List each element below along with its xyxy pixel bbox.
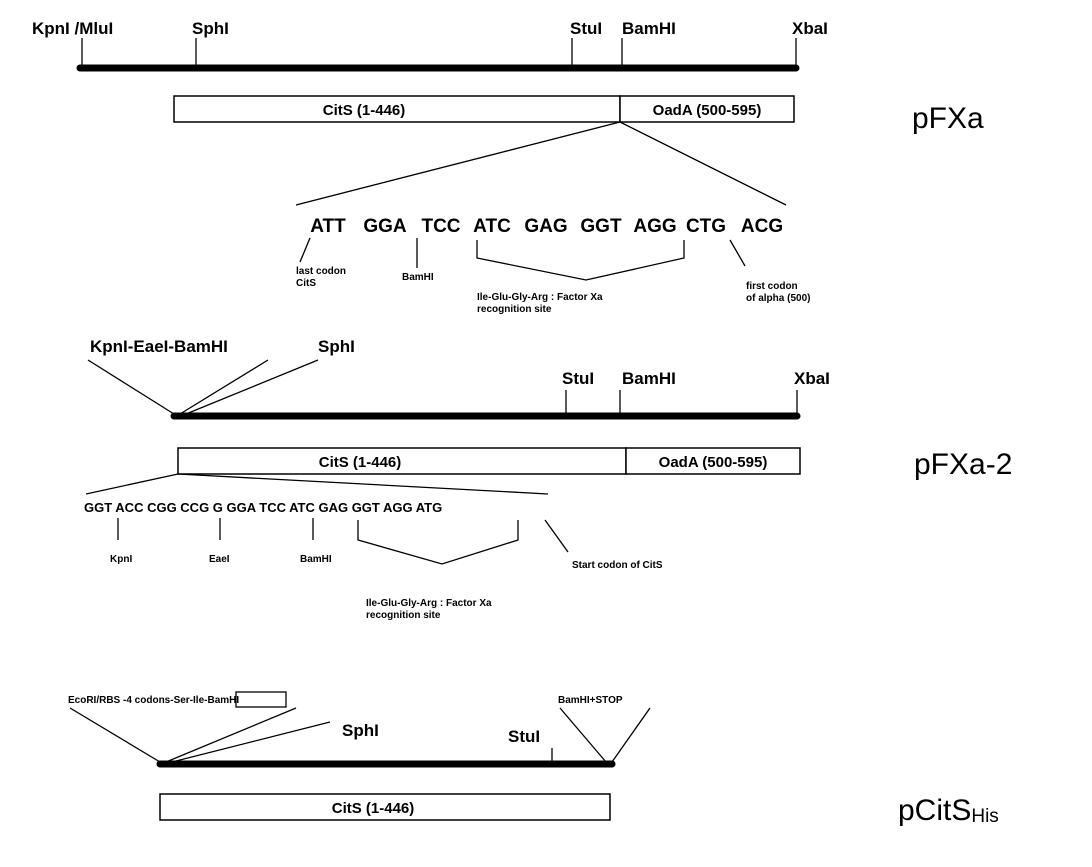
- note-bamhi: BamHI: [300, 554, 332, 565]
- site-stui: StuI: [570, 19, 602, 38]
- label-oada: OadA (500-595): [659, 454, 768, 471]
- note-factor-xa-1: Ile-Glu-Gly-Arg : Factor Xa: [477, 292, 603, 303]
- site-stui: StuI: [508, 727, 540, 746]
- pointer-last-codon: [299, 237, 311, 263]
- codon-6: GGT: [580, 216, 622, 237]
- bracket-factor-xa: [476, 240, 685, 281]
- note-easi: EaeI: [209, 554, 230, 565]
- site-xbai: XbaI: [792, 19, 828, 38]
- line-stop-left: [559, 707, 607, 763]
- site-kpni-easi-bamhi: KpnI-EaeI-BamHI: [90, 337, 228, 356]
- note-first-codon-1: first codon: [746, 281, 798, 292]
- box-oada: [625, 447, 801, 475]
- expand-line-right: [619, 121, 787, 206]
- note-last-codon-1: last codon: [296, 266, 346, 277]
- construct-name-pfxa-2: pFXa-2: [914, 448, 1012, 481]
- codon-4: ATC: [473, 216, 511, 237]
- sequence-pfxa-2: GGT ACC CGG CCG G GGA TCC ATC GAG GGT AG…: [84, 500, 442, 515]
- codon-7: AGG: [633, 216, 676, 237]
- line-sphi-converge: [171, 721, 331, 763]
- construct-name-sub: His: [971, 806, 998, 827]
- note-kpni: KpnI: [110, 554, 132, 565]
- note-first-codon-2: of alpha (500): [746, 293, 810, 304]
- site-bamhi-left: BamHI: [207, 695, 239, 706]
- pointer-start-codon: [544, 519, 569, 553]
- line-easi-converge: [179, 359, 269, 415]
- section-pfxa: KpnI /MluI SphI StuI BamHI XbaI CitS (1-…: [32, 19, 984, 315]
- expand-line-left: [85, 473, 179, 495]
- site-sphi: SphI: [342, 721, 379, 740]
- line-sphi-converge: [185, 359, 319, 415]
- codon-5: GAG: [524, 216, 567, 237]
- site-bamhi-stop: BamHI+STOP: [558, 695, 623, 706]
- line-ecori-converge: [69, 707, 161, 763]
- note-factor-xa-2: recognition site: [366, 610, 441, 621]
- codon-2: GGA: [363, 216, 407, 237]
- bracket-factor-xa: [357, 520, 519, 565]
- codon-1: ATT: [310, 216, 346, 237]
- site-bamhi: BamHI: [622, 19, 676, 38]
- box-oada: [619, 95, 795, 123]
- codon-9: ACG: [741, 216, 783, 237]
- pointer-first-codon: [729, 239, 746, 267]
- note-start-codon: Start codon of CitS: [572, 560, 663, 571]
- site-ser-ile: Ser-Ile-: [174, 695, 208, 706]
- site-sphi: SphI: [318, 337, 355, 356]
- note-factor-xa-1: Ile-Glu-Gly-Arg : Factor Xa: [366, 598, 492, 609]
- expand-line-left: [295, 121, 621, 206]
- box-cits: [173, 95, 621, 123]
- line-kpni-converge: [87, 359, 175, 415]
- site-ecori-rbs: EcoRI/RBS -4 codons-: [68, 695, 174, 706]
- site-kpni-mlui: KpnI /MluI: [32, 19, 113, 38]
- box-cits: [159, 793, 611, 821]
- line-stop-right: [611, 707, 651, 763]
- codon-3: TCC: [421, 216, 460, 237]
- note-factor-xa-2: recognition site: [477, 304, 552, 315]
- site-ecori-rbs-label: EcoRI/RBS -4 codons-Ser-Ile-BamHI: [68, 695, 239, 706]
- label-oada: OadA (500-595): [653, 102, 762, 119]
- line-bamhi-converge: [165, 707, 297, 763]
- construct-name-pfxa: pFXa: [912, 102, 984, 135]
- site-stui: StuI: [562, 369, 594, 388]
- site-bamhi: BamHI: [622, 369, 676, 388]
- expand-line-right: [177, 473, 549, 495]
- label-cits: CitS (1-446): [319, 454, 402, 471]
- section-pcits-his: EcoRI/RBS -4 codons-Ser-Ile-BamHI SphI S…: [68, 691, 999, 827]
- label-cits: CitS (1-446): [332, 800, 415, 817]
- codon-sequence: ATT GGA TCC ATC GAG GGT AGG CTG ACG: [310, 216, 783, 237]
- construct-name-pcits-his: pCitSHis: [898, 794, 999, 827]
- note-last-codon-2: CitS: [296, 278, 316, 289]
- section-pfxa-2: KpnI-EaeI-BamHI SphI StuI BamHI XbaI Cit…: [84, 337, 1012, 621]
- box-cits: [177, 447, 627, 475]
- construct-name-main: pCitS: [898, 794, 971, 827]
- boxed-codons-frame: [235, 691, 287, 708]
- note-bamhi: BamHI: [402, 272, 434, 283]
- site-xbai: XbaI: [794, 369, 830, 388]
- codon-8: CTG: [686, 216, 726, 237]
- site-sphi: SphI: [192, 19, 229, 38]
- label-cits: CitS (1-446): [323, 102, 406, 119]
